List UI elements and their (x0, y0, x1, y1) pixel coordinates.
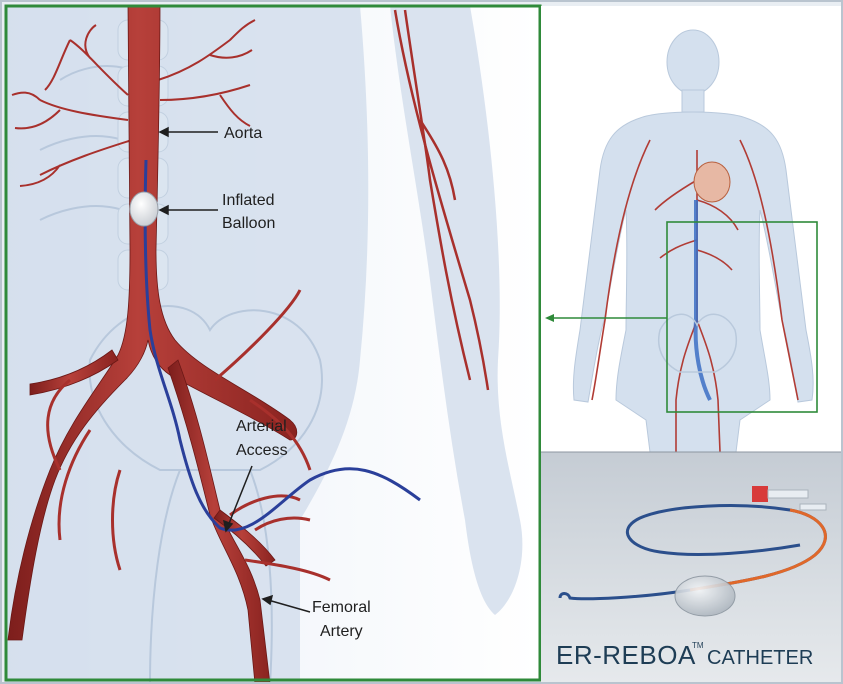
label-femoral-line2: Artery (320, 623, 363, 640)
label-femoral-line1: Femoral (312, 599, 371, 616)
caption-brand: ER-REBOA (556, 640, 696, 670)
zoomed-pelvis-panel: Aorta Inflated Balloon Arterial Access F… (6, 6, 540, 684)
label-aorta: Aorta (224, 125, 262, 142)
label-access-line1: Arterial (236, 418, 287, 435)
catheter-photo-panel: ER-REBOA TM CATHETER (541, 452, 841, 682)
inflated-balloon (130, 192, 158, 226)
heart (694, 162, 730, 202)
caption-catheter: CATHETER (707, 647, 813, 669)
label-access-line2: Access (236, 442, 288, 459)
caption-trademark: TM (692, 641, 704, 650)
full-body-panel (541, 6, 841, 452)
label-balloon-line2: Balloon (222, 215, 275, 232)
photo-balloon (675, 576, 735, 616)
label-balloon-line1: Inflated (222, 192, 274, 209)
